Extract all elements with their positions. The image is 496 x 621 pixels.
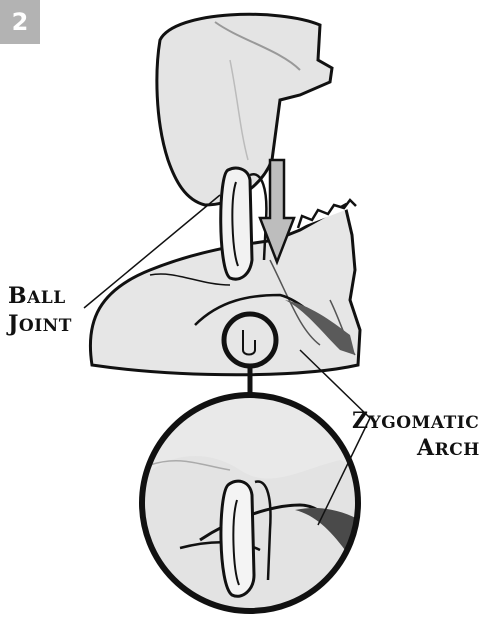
arch-label: ARCH xyxy=(417,437,480,459)
step-number: 2 xyxy=(12,8,29,36)
joint-label-initial: J xyxy=(8,311,19,337)
ball-label: BALL xyxy=(8,285,66,307)
ball-label-initial: B xyxy=(8,283,27,309)
zygomatic-label: ZYGOMATIC xyxy=(352,410,479,432)
ball-label-rest: ALL xyxy=(27,288,66,308)
arch-label-initial: A xyxy=(417,435,435,461)
arch-label-rest: RCH xyxy=(435,440,480,460)
zygomatic-label-initial: Z xyxy=(352,408,369,434)
joint-label-rest: OINT xyxy=(19,316,72,336)
zygomatic-label-rest: YGOMATIC xyxy=(369,413,480,433)
step-number-badge: 2 xyxy=(0,0,40,44)
detail-callout-circle xyxy=(224,314,276,400)
joint-label: JOINT xyxy=(8,313,72,335)
